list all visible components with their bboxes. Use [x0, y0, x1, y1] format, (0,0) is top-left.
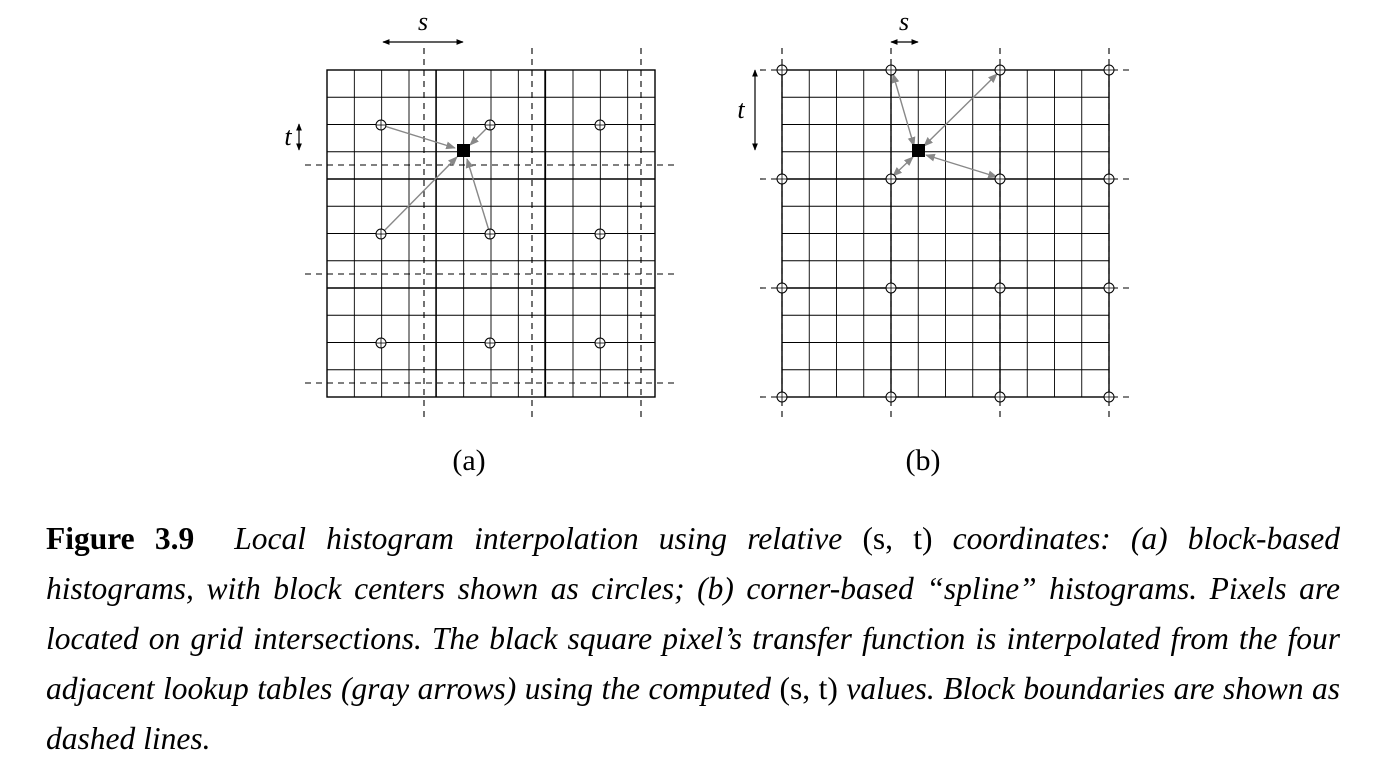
gray-arrow: [925, 153, 998, 179]
figure-caption: Figure 3.9 Local histogram interpolation …: [46, 514, 1340, 764]
interpolation-arrows-b: [891, 73, 998, 179]
grid-border: [781, 69, 1110, 398]
s-label-a: s: [418, 7, 428, 36]
gray-arrow: [380, 124, 456, 150]
interpolation-arrows-a: [380, 124, 491, 235]
block-boundaries-a: [305, 48, 677, 418]
gray-arrow: [465, 158, 491, 235]
block-boundaries-b: [760, 48, 1131, 418]
panel-label-b: (b): [906, 444, 941, 477]
caption-text-3: values. Block boundaries are shown as da…: [46, 671, 1341, 756]
t-label-a: t: [284, 122, 292, 151]
caption-text-2: coordinates: (a) block-based histograms,…: [46, 521, 1340, 706]
pixel-grid-b: [781, 69, 1110, 398]
caption-text-1: Local histogram interpolation using rela…: [234, 521, 863, 556]
block-centers-a: [375, 119, 606, 349]
black-square-pixel-a: [457, 144, 470, 157]
s-label-b: s: [899, 7, 909, 36]
gray-arrow: [380, 156, 458, 235]
gray-arrow: [891, 73, 916, 147]
caption-math-1: (s, t): [862, 521, 933, 556]
panel-a-block-histograms: s t (a): [284, 7, 677, 477]
grid-border: [326, 69, 656, 398]
gray-arrow: [892, 156, 914, 177]
corner-nodes-b: [776, 64, 1115, 403]
black-square-pixel-b: [912, 144, 925, 157]
panel-b-corner-histograms: s t (b): [737, 7, 1131, 477]
caption-label: Figure 3.9: [46, 521, 195, 556]
panel-label-a: (a): [452, 444, 485, 477]
caption-math-2: (s, t): [779, 671, 838, 706]
t-label-b: t: [737, 95, 745, 124]
figure-illustration: s t (a) s t (b): [284, 7, 1131, 477]
gray-arrow: [923, 73, 998, 147]
